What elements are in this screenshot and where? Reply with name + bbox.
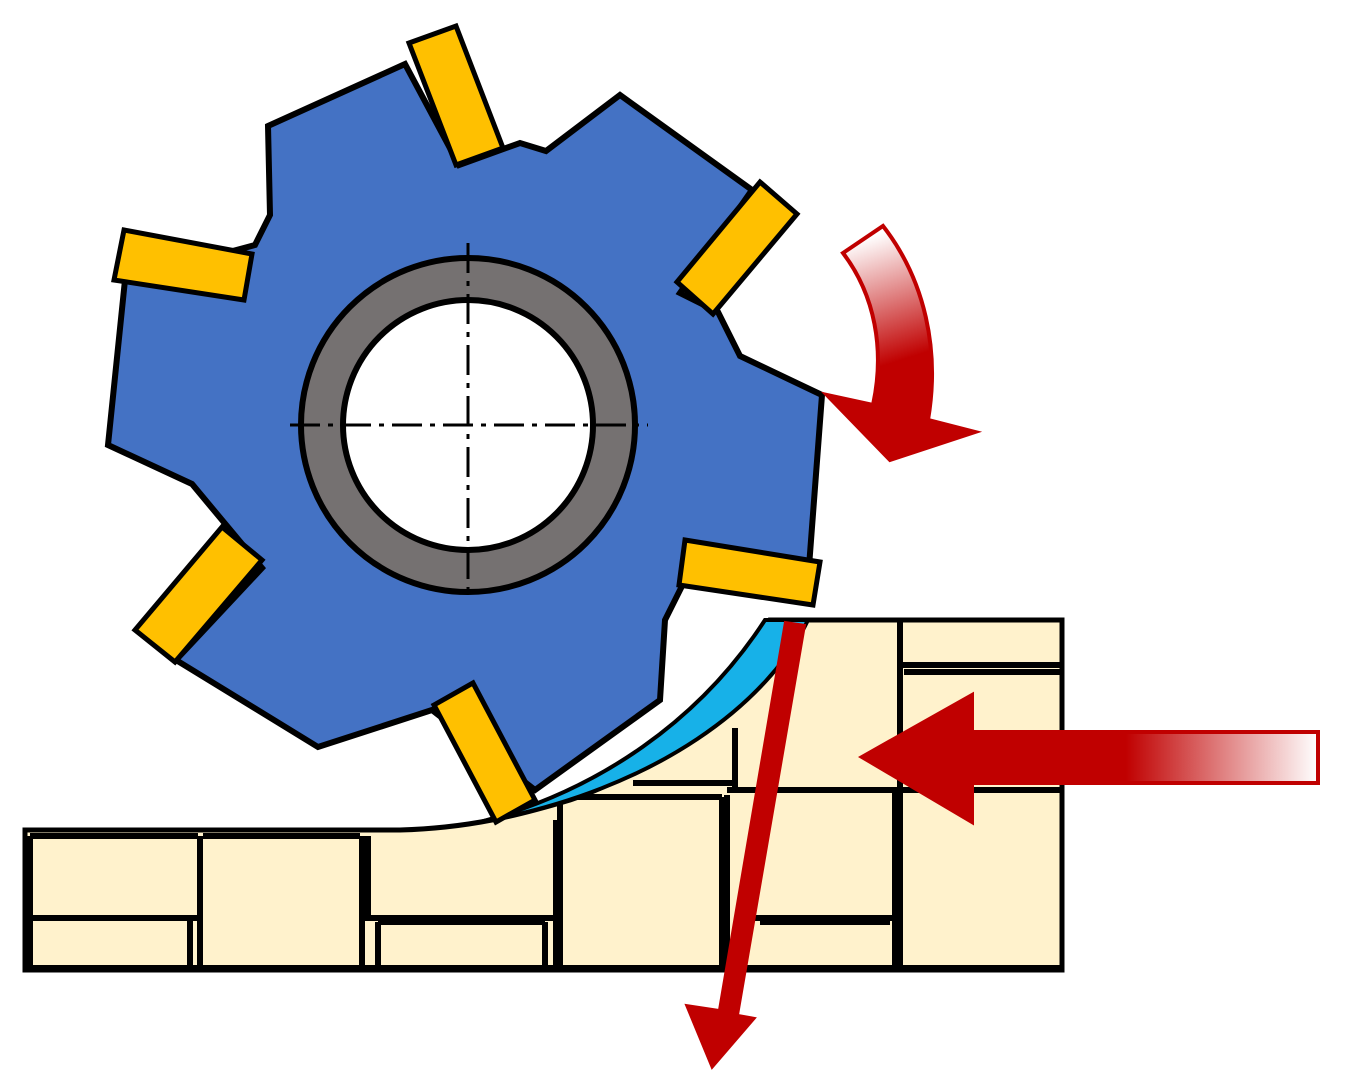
milling-cutter xyxy=(104,22,826,826)
cutting-inserts xyxy=(111,22,823,826)
insert-bottom xyxy=(430,679,539,826)
insert-right xyxy=(676,537,823,608)
insert-bottom-left xyxy=(131,523,266,666)
insert-top xyxy=(405,22,507,169)
workpiece-block-lines xyxy=(25,622,1062,971)
feed-arrow-icon xyxy=(857,691,1320,826)
insert-top-right xyxy=(673,178,801,318)
workpiece xyxy=(22,617,1065,973)
rotation-arrow-icon xyxy=(820,223,983,463)
cutting-force-arrow-icon xyxy=(684,620,807,1070)
centerlines xyxy=(290,243,648,590)
insert-left xyxy=(111,227,255,303)
chip xyxy=(479,618,812,824)
